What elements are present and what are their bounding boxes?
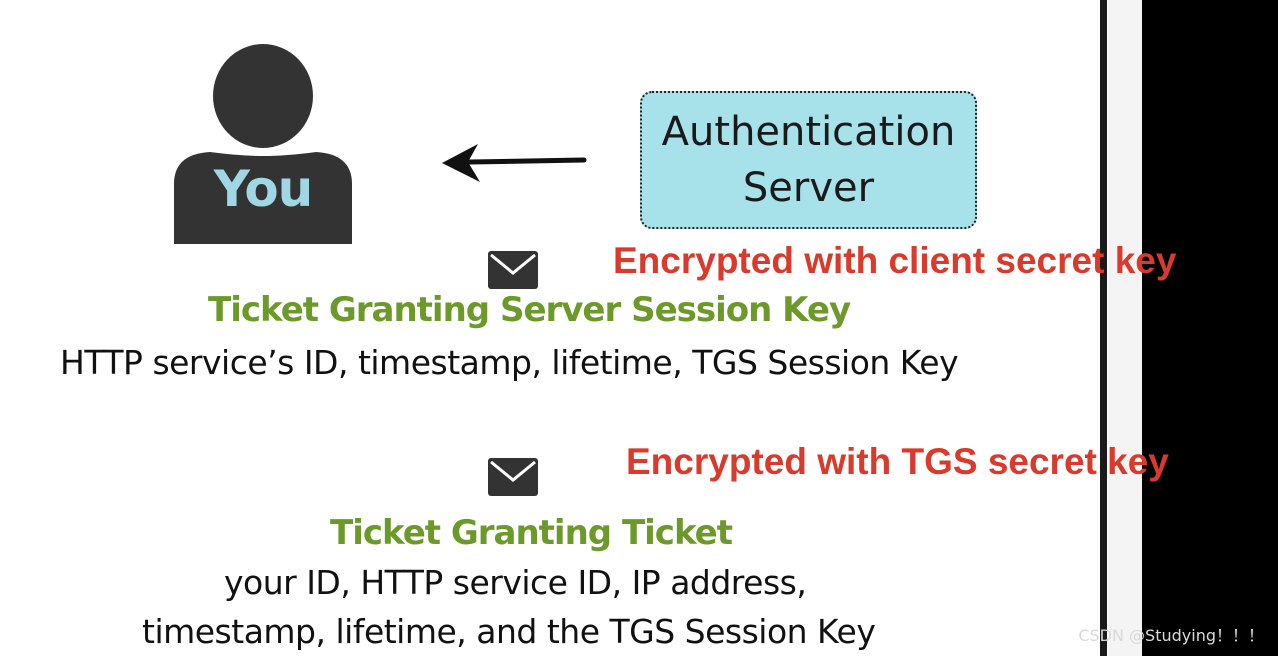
arrow-left-icon bbox=[442, 144, 587, 182]
tgt-title: Ticket Granting Ticket bbox=[330, 513, 733, 553]
authentication-server-box: Authentication Server bbox=[640, 91, 977, 229]
auth-line-1: Authentication bbox=[661, 109, 956, 155]
client-key-note: Encrypted with client secret key bbox=[613, 240, 1177, 281]
session-key-contents: HTTP service’s ID, timestamp, lifetime, … bbox=[60, 343, 959, 382]
tgt-contents-line-1: your ID, HTTP service ID, IP address, bbox=[224, 563, 807, 602]
watermark: CSDN @Studying！！！ bbox=[1078, 626, 1264, 645]
divider-line bbox=[1100, 0, 1107, 656]
authentication-server-label: Authentication Server bbox=[662, 104, 956, 216]
session-key-title: Ticket Granting Server Session Key bbox=[208, 290, 851, 330]
tgt-contents-line-2: timestamp, lifetime, and the TGS Session… bbox=[142, 612, 876, 651]
tgs-key-note: Encrypted with TGS secret key bbox=[626, 441, 1169, 482]
divider-gap bbox=[1108, 0, 1142, 656]
side-panel bbox=[1142, 0, 1278, 656]
envelope-icon bbox=[488, 251, 538, 289]
envelope-icon bbox=[488, 458, 538, 496]
you-label: You bbox=[213, 160, 314, 218]
person-icon bbox=[174, 44, 352, 244]
auth-line-2: Server bbox=[742, 165, 875, 211]
